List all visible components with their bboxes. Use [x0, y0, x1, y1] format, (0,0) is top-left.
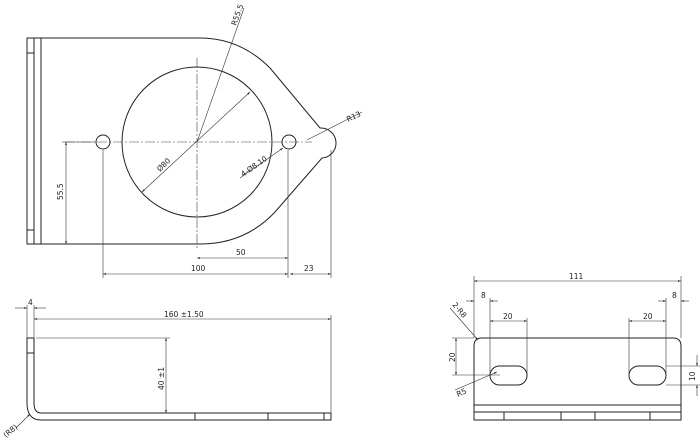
leader-d80 [141, 91, 251, 193]
left-slot-label: 20 [503, 312, 513, 321]
slot-width-label: 10 [688, 371, 697, 381]
slot-right [628, 365, 667, 386]
dim-100-label: 100 [191, 264, 206, 273]
plate-outline [26, 37, 337, 245]
leader-r13 [306, 111, 363, 141]
thickness-label: 4 [28, 298, 33, 307]
bottom-view: 111 8 20 8 20 20 10 2-R8 R5 [448, 272, 700, 421]
d80-label: Ø80 [155, 156, 172, 173]
dim-55-5-label: 55.5 [56, 183, 65, 200]
right-slot-label: 20 [643, 312, 653, 321]
dim-23-label: 23 [304, 264, 314, 273]
right-offset-label: 8 [672, 291, 677, 300]
left-offset-label: 8 [481, 291, 486, 300]
height-label: 40 ±1 [157, 367, 166, 390]
r55-label: R55.5 [229, 3, 245, 27]
front-view: 55.5 50 100 23 R55.5 Ø80 4-Ø8.10 R13 [26, 3, 363, 278]
slot-radius-label: R5 [455, 386, 468, 398]
r13-label: R13 [345, 109, 362, 123]
leader-r55 [196, 7, 245, 143]
base-outline [473, 337, 682, 406]
bend-radius-label: (R8) [2, 422, 20, 439]
side-view: 4 160 ±1.50 40 ±1 (R8) [2, 298, 332, 440]
width-label: 111 [569, 272, 584, 281]
slot-left [489, 365, 528, 386]
dim-50-label: 50 [236, 248, 246, 257]
leader-holes [239, 147, 284, 179]
corner-radius-label: 2-R8 [450, 301, 468, 320]
length-label: 160 ±1.50 [164, 310, 204, 319]
slot-pos-label: 20 [448, 352, 457, 362]
side-profile [26, 337, 332, 421]
